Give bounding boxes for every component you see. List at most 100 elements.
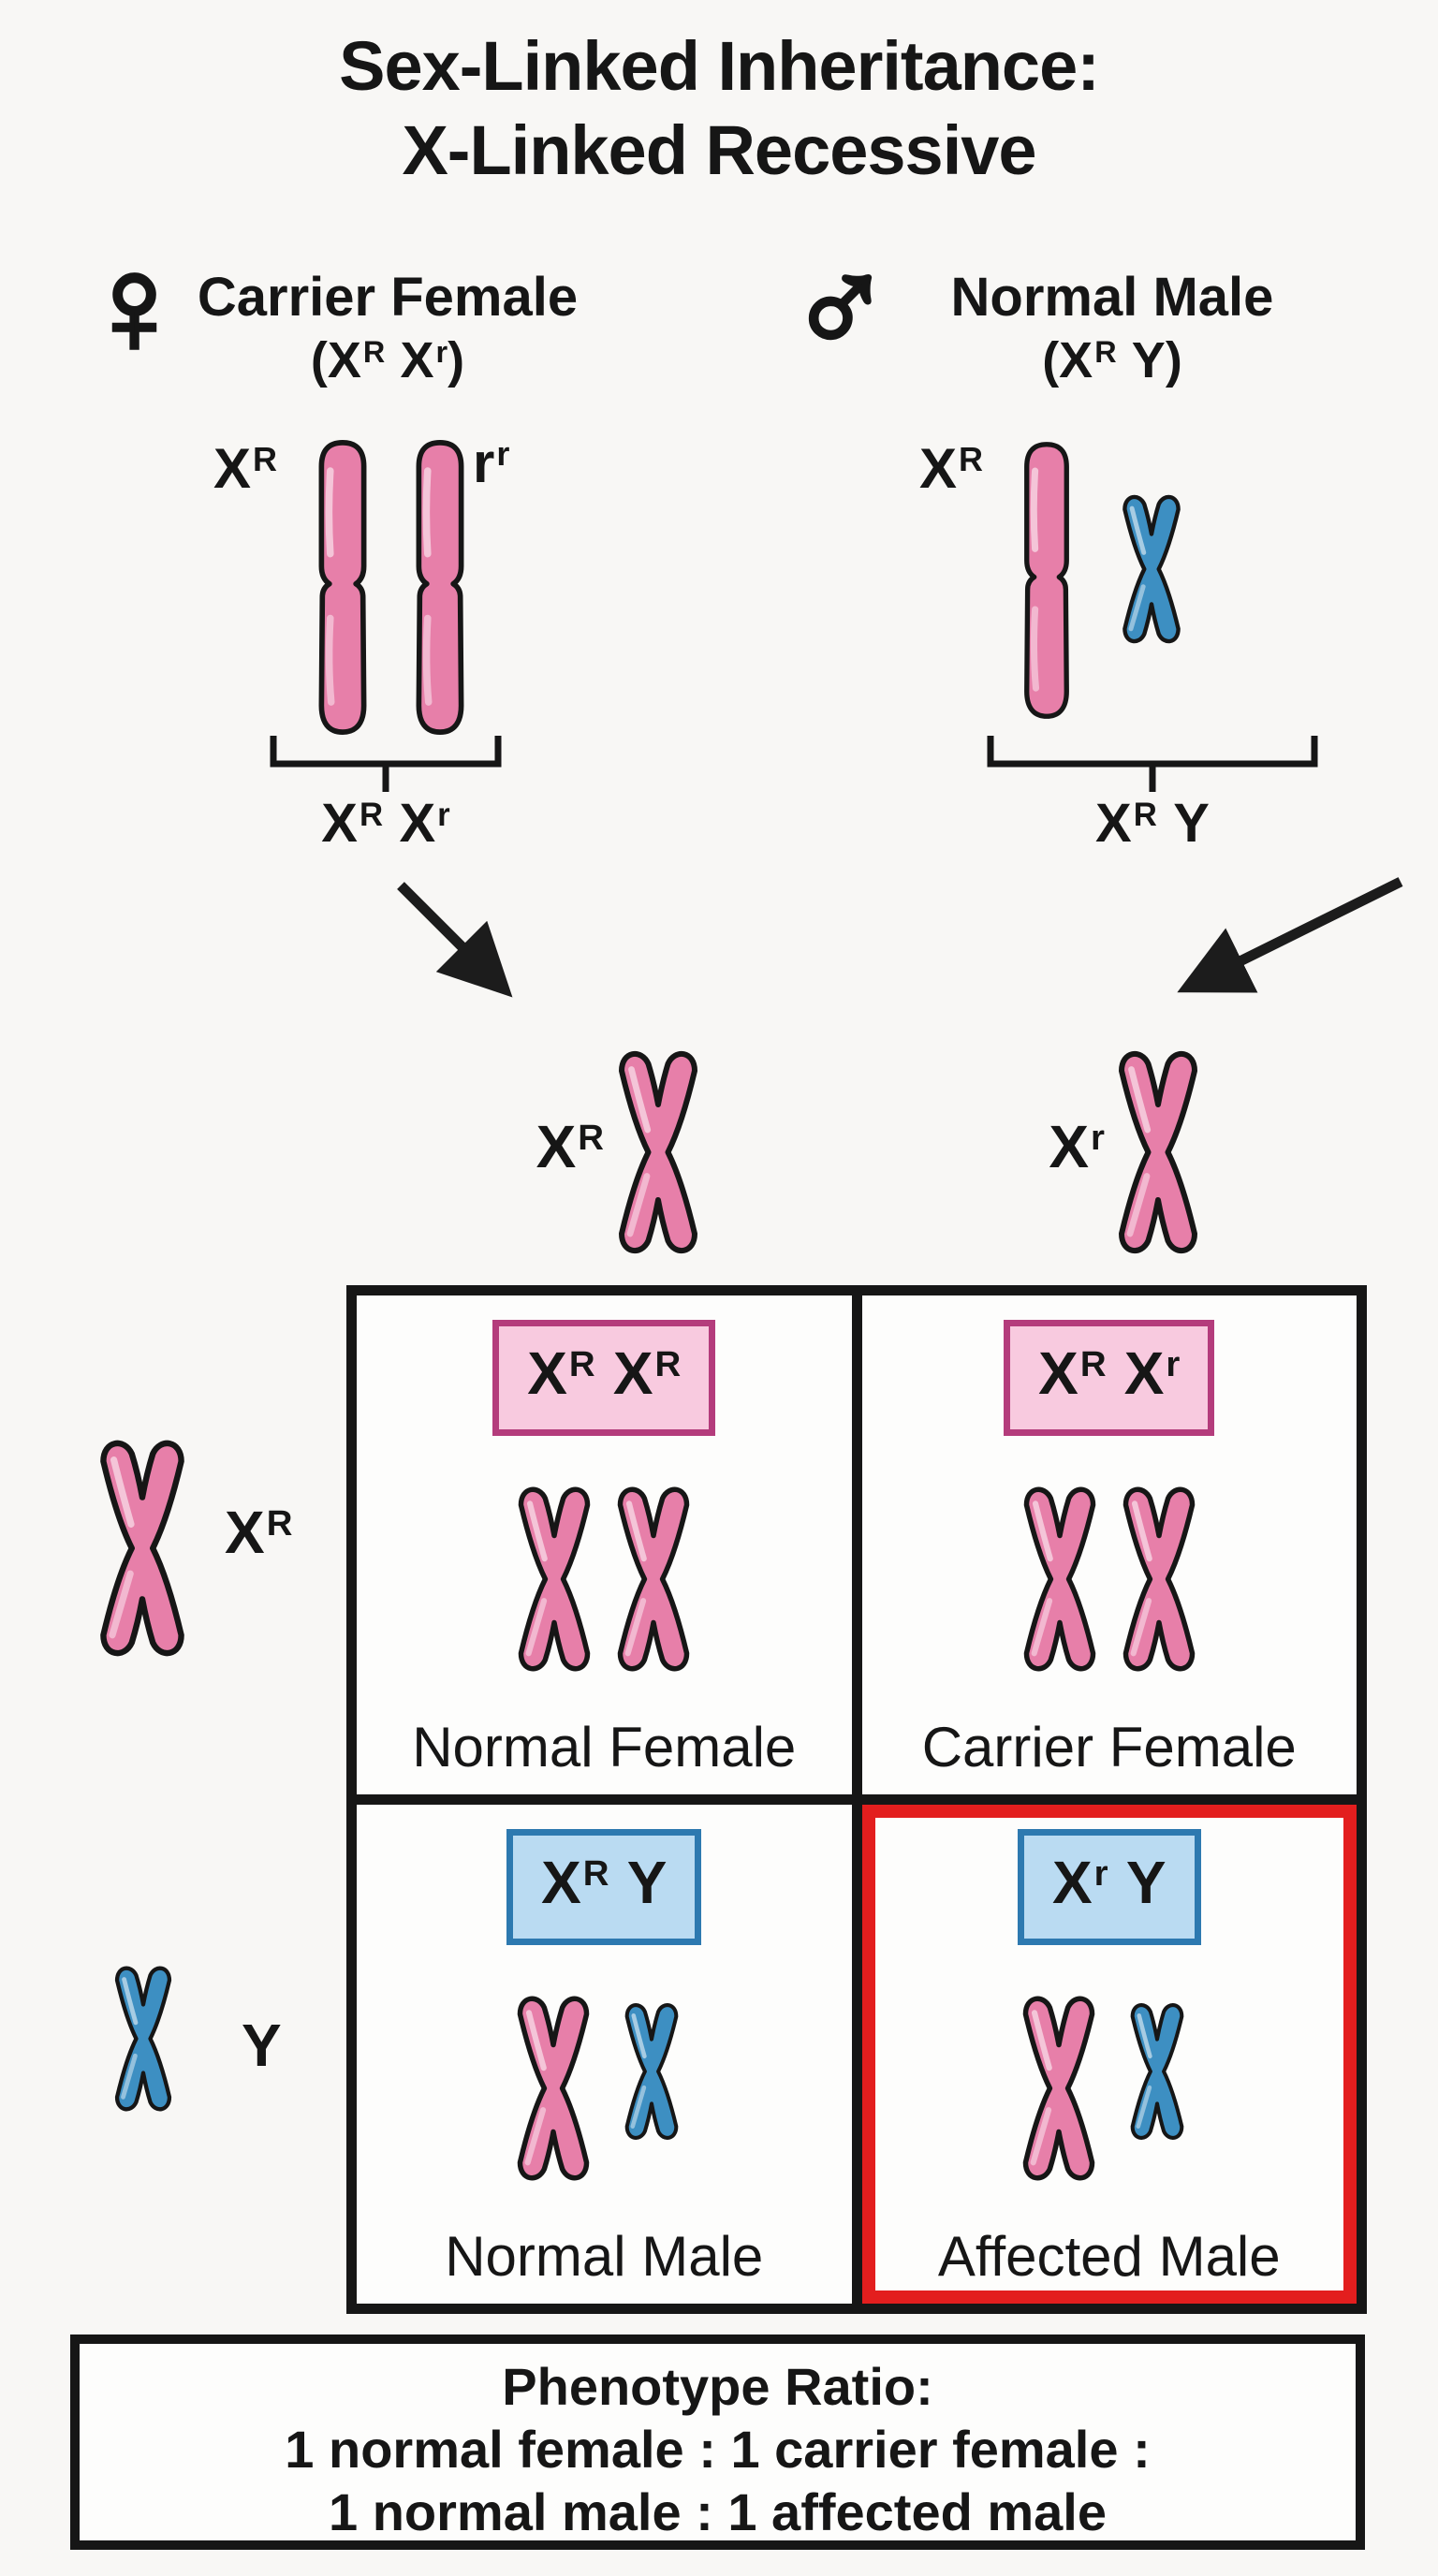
allele-base: X [213, 437, 252, 500]
male-allele-label: XR [919, 438, 983, 507]
x-chromosome-vertical-pink-icon [409, 426, 471, 749]
title-line-1: Sex-Linked Inheritance: [339, 27, 1100, 105]
allele-base: r [473, 432, 495, 494]
allele-base: X [1095, 793, 1132, 854]
top-gamete-label-xR: XR [473, 1112, 604, 1181]
normal-male-name: Normal Male [950, 267, 1274, 328]
female-to-punnett-arrow-icon [397, 882, 513, 998]
genotype-part: (X [310, 332, 361, 388]
allele-sup: R [1079, 1343, 1107, 1384]
top-gamete-label-xr: Xr [974, 1112, 1105, 1181]
x-chromosome-pink-icon [615, 1458, 692, 1700]
allele-base: X [1051, 1849, 1093, 1916]
allele-sup: r [1091, 1117, 1105, 1158]
allele-base: Y [1125, 1849, 1167, 1916]
allele-sup: R [359, 796, 384, 833]
allele-base: X [321, 793, 358, 854]
side-gamete-label-xR: XR [225, 1498, 292, 1567]
phenotype-caption: Affected Male [937, 2225, 1281, 2288]
title-line-2: X-Linked Recessive [402, 111, 1036, 189]
allele-base: Y [626, 1849, 668, 1916]
genotype-part: X [400, 332, 434, 388]
x-chromosome-pink-icon [1021, 1458, 1098, 1700]
phenotype-caption: Normal Female [412, 1716, 797, 1778]
allele-sup: R [959, 440, 984, 478]
genotype-sup: R [1094, 334, 1117, 369]
cell-chromosomes [515, 1968, 693, 2209]
female-right-allele-label: rr [473, 432, 509, 502]
x-chromosome-pink-icon [516, 1458, 593, 1700]
allele-base: X [527, 1339, 567, 1407]
allele-base: X [1038, 1339, 1078, 1407]
x-chromosome-pink-icon [97, 1418, 187, 1678]
genotype-sup: r [435, 334, 448, 369]
allele-sup: R [266, 1502, 293, 1544]
allele-base: X [612, 1339, 653, 1407]
allele-base: Y [1173, 793, 1210, 854]
female-left-allele-label: XR [213, 438, 277, 507]
x-chromosome-vertical-pink-icon [1018, 421, 1076, 739]
page-title: Sex-Linked Inheritance: X-Linked Recessi… [0, 24, 1438, 193]
phenotype-caption: Carrier Female [921, 1716, 1297, 1778]
ratio-line-1: 1 normal female : 1 carrier female : [285, 2420, 1151, 2479]
cell-chromosomes [1020, 1968, 1198, 2209]
male-symbol-icon: ♂ [786, 225, 895, 379]
genotype-part: Y [1131, 332, 1166, 388]
allele-sup: R [1133, 796, 1157, 833]
cell-chromosomes [516, 1458, 692, 1700]
allele-base: Y [242, 2012, 282, 2079]
x-chromosome-pink-icon [1116, 1032, 1200, 1273]
allele-base: X [919, 437, 958, 500]
ratio-title: Phenotype Ratio: [502, 2357, 933, 2416]
x-chromosome-pink-icon [1121, 1458, 1197, 1700]
allele-sup: R [568, 1343, 595, 1384]
y-chromosome-blue-icon [610, 1996, 693, 2147]
y-chromosome-blue-icon [1116, 1996, 1198, 2147]
x-chromosome-pink-icon [1020, 1968, 1097, 2209]
y-chromosome-blue-icon [1103, 487, 1200, 651]
male-to-punnett-arrow-icon [1177, 877, 1403, 993]
side-gamete-label-y: Y [242, 2011, 282, 2080]
genotype-sup: R [362, 334, 386, 369]
allele-base: X [1049, 1113, 1090, 1180]
female-symbol-icon: ♀ [81, 228, 189, 383]
x-chromosome-vertical-pink-icon [312, 426, 374, 749]
ratio-line-2: 1 normal male : 1 affected male [328, 2482, 1107, 2541]
allele-sup: R [582, 1852, 609, 1894]
allele-sup: r [1166, 1343, 1181, 1384]
x-chromosome-pink-icon [515, 1968, 592, 2209]
allele-sup: r [496, 434, 510, 473]
allele-sup: r [1093, 1852, 1108, 1894]
genotype-part: ) [1165, 332, 1182, 388]
allele-sup: r [437, 796, 450, 833]
allele-base: X [541, 1849, 581, 1916]
allele-base: X [536, 1113, 577, 1180]
allele-base: X [225, 1499, 265, 1566]
y-chromosome-blue-icon [96, 1958, 190, 2119]
genotype-part: ) [448, 332, 465, 388]
carrier-female-name: Carrier Female [197, 267, 579, 328]
cell-chromosomes [1021, 1458, 1197, 1700]
allele-base: X [1123, 1339, 1165, 1407]
allele-base: X [399, 793, 436, 854]
allele-sup: R [578, 1117, 604, 1158]
allele-sup: R [654, 1343, 682, 1384]
phenotype-caption: Normal Male [445, 2225, 764, 2288]
phenotype-ratio-box: Phenotype Ratio: 1 normal female : 1 car… [70, 2334, 1365, 2550]
allele-sup: R [253, 440, 278, 478]
